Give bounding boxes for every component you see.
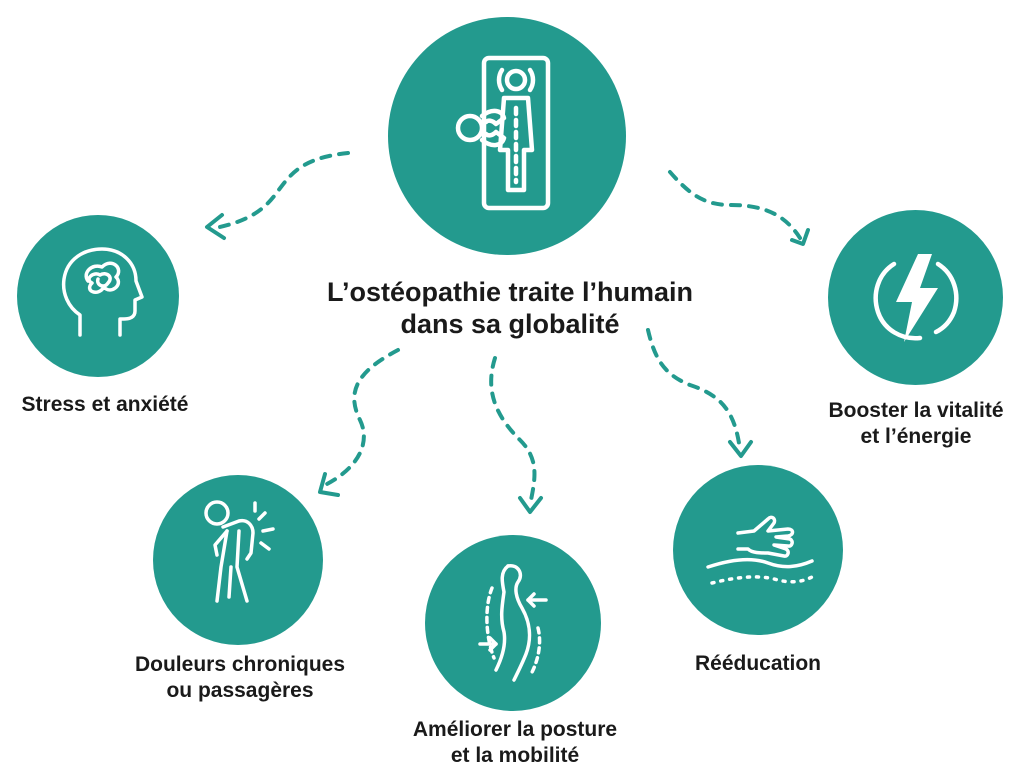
vitalite-label: Booster la vitalité et l’énergie bbox=[800, 398, 1024, 450]
stress-circle bbox=[17, 215, 179, 377]
center-title-line1: L’ostéopathie traite l’humain bbox=[326, 277, 694, 307]
arrowhead-vitalite bbox=[790, 228, 810, 246]
arrow-to-vitalite bbox=[668, 170, 802, 240]
stress-label: Stress et anxiété bbox=[21, 393, 189, 416]
arrow-to-stress bbox=[213, 151, 350, 230]
arrow-to-reeducation bbox=[646, 328, 742, 452]
lightning-bolt-icon bbox=[873, 254, 959, 342]
vitalite-label-line2: et l’énergie bbox=[860, 425, 972, 448]
arrowhead-stress bbox=[205, 213, 226, 240]
reeducation-label: Rééducation bbox=[694, 652, 822, 675]
posture-label: Améliorer la posture et la mobilité bbox=[380, 717, 650, 769]
head-tangled-thoughts-icon bbox=[61, 247, 144, 337]
arrow-to-posture bbox=[489, 356, 537, 507]
vitalite-label-line1: Booster la vitalité bbox=[828, 399, 1004, 422]
arrowhead-posture bbox=[518, 496, 543, 514]
osteopath-treatment-table-icon bbox=[455, 55, 551, 211]
douleurs-label: Douleurs chroniques ou passagères bbox=[110, 652, 370, 704]
douleurs-label-line1: Douleurs chroniques bbox=[134, 653, 346, 676]
center-title: L’ostéopathie traite l’humain dans sa gl… bbox=[300, 276, 720, 340]
center-title-line2: dans sa globalité bbox=[400, 309, 620, 339]
reeducation-circle bbox=[673, 465, 843, 635]
hand-massage-icon bbox=[706, 515, 814, 585]
posture-label-line1: Améliorer la posture bbox=[412, 718, 618, 741]
arrowhead-reeducation bbox=[728, 440, 753, 458]
douleurs-label-line2: ou passagères bbox=[166, 679, 314, 702]
posture-label-line2: et la mobilité bbox=[450, 744, 580, 767]
spine-posture-icon bbox=[478, 564, 548, 682]
back-pain-person-icon bbox=[204, 500, 275, 603]
arrowhead-douleurs bbox=[318, 472, 340, 497]
arrow-to-douleurs bbox=[323, 348, 400, 487]
